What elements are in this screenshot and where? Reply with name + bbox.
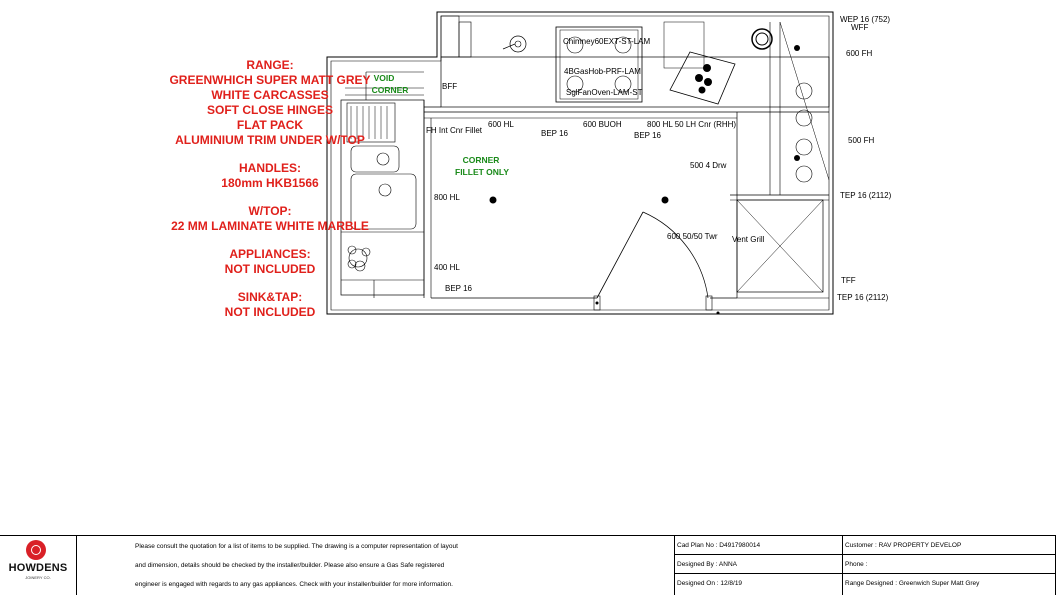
handles-title: HANDLES: — [239, 161, 301, 175]
cad-plan: Cad Plan No : D4917980014 — [677, 542, 761, 549]
label-gas-hob: 4BGasHob-PRF-LAM — [564, 67, 641, 76]
sink-bowl-small — [350, 145, 400, 173]
howdens-logo: HOWDENS JOINERY CO. — [0, 536, 77, 595]
customer-row: Customer : RAV PROPERTY DEVELOP — [842, 536, 1055, 555]
dining-table — [669, 51, 736, 105]
worktop-title: W/TOP: — [248, 204, 292, 218]
sink-value: NOT INCLUDED — [224, 305, 316, 319]
disclaimer-notes: Please consult the quotation for a list … — [76, 536, 675, 595]
label-500-4-drw: 500 4 Drw — [690, 161, 727, 170]
sink-drainer — [346, 102, 396, 143]
label-vent-grill: Vent Grill — [732, 235, 765, 244]
label-fh-int-cnr-fillet: FH Int Cnr Fillet — [426, 126, 483, 135]
note-line-2: and dimension, details should be checked… — [135, 562, 445, 569]
door-leaf — [596, 211, 644, 299]
designed-on-row: Designed On : 12/8/19 — [674, 574, 842, 593]
phone-row: Phone : — [842, 555, 1055, 574]
designed-by-row: Designed By : ANNA — [674, 555, 842, 574]
tall-tower — [736, 199, 824, 293]
designed-by: Designed By : ANNA — [677, 561, 737, 568]
label-chimney: Chimney60EXT-ST-LAM — [563, 37, 650, 46]
label-400-hl: 400 HL — [434, 263, 460, 272]
gas-hob — [555, 26, 643, 103]
label-tff: TFF — [841, 276, 856, 285]
cad-plan-row: Cad Plan No : D4917980014 — [674, 536, 842, 555]
kitchen-floor-plan: BFF FH Int Cnr Fillet 600 HL BEP 16 600 … — [326, 11, 892, 315]
spec-notes: RANGE: GREENWHICH SUPER MATT GREY WHITE … — [150, 58, 390, 320]
range-line-1: GREENWHICH SUPER MATT GREY — [169, 73, 371, 87]
top-right-fixture — [751, 28, 773, 50]
label-wep16: WEP 16 (752) — [840, 15, 890, 24]
range-line-4: FLAT PACK — [236, 118, 304, 132]
label-bep16-a: BEP 16 — [541, 129, 569, 138]
note-line-1: Please consult the quotation for a list … — [135, 543, 458, 550]
inner-wall — [330, 15, 830, 311]
label-lh-cnr: 800 HL 50 LH Cnr (RHH) — [647, 120, 736, 129]
handles-value: 180mm HKB1566 — [221, 176, 319, 190]
appliances-value: NOT INCLUDED — [224, 262, 316, 276]
logo-name: HOWDENS — [8, 562, 68, 574]
label-void-corner-2: CORNER — [372, 85, 409, 95]
logo-sub: JOINERY CO. — [25, 575, 51, 580]
label-800-hl: 800 HL — [434, 193, 460, 202]
appliances-title: APPLIANCES: — [229, 247, 311, 261]
label-bff: BFF — [442, 82, 457, 91]
outer-wall — [326, 11, 834, 315]
howdens-logo-icon — [26, 540, 46, 560]
range-title: RANGE: — [246, 58, 294, 72]
range-designed: Range Designed : Greenwich Super Matt Gr… — [845, 580, 980, 587]
sink-bowl-large — [350, 173, 417, 230]
top-worktop — [440, 56, 830, 108]
range-designed-row: Range Designed : Greenwich Super Matt Gr… — [842, 574, 1055, 593]
label-bep16-c: BEP 16 — [445, 284, 473, 293]
plan-info: Cad Plan No : D4917980014 Designed By : … — [674, 536, 843, 595]
label-wff: WFF — [851, 23, 868, 32]
customer: Customer : RAV PROPERTY DEVELOP — [845, 542, 962, 549]
title-block: HOWDENS JOINERY CO. Please consult the q… — [0, 535, 1056, 595]
door-swing — [642, 211, 709, 299]
label-sgl-oven: SglFanOven-LAM-ST — [566, 88, 643, 97]
label-corner-fillet-2: FILLET ONLY — [455, 167, 509, 177]
label-600-twr: 600 50/50 Twr — [667, 232, 718, 241]
range-line-5: ALUMINIUM TRIM UNDER W/TOP — [175, 133, 365, 147]
sink-title: SINK&TAP: — [237, 290, 303, 304]
label-600-buoh: 600 BUOH — [583, 120, 622, 129]
label-void-corner-1: VOID — [374, 73, 395, 83]
label-corner-fillet-1: CORNER — [463, 155, 500, 165]
range-line-2: WHITE CARCASSES — [211, 88, 329, 102]
label-600-hl: 600 HL — [488, 120, 514, 129]
range-line-3: SOFT CLOSE HINGES — [206, 103, 333, 117]
note-line-3: engineer is engaged with regards to any … — [135, 581, 453, 588]
label-500-fh: 500 FH — [848, 136, 874, 145]
label-bep16-b: BEP 16 — [634, 131, 662, 140]
label-600-fh: 600 FH — [846, 49, 872, 58]
designed-on: Designed On : 12/8/19 — [677, 580, 743, 587]
label-tep16-b: TEP 16 (2112) — [837, 293, 889, 302]
worktop-value: 22 MM LAMINATE WHITE MARBLE — [171, 219, 369, 233]
customer-info: Customer : RAV PROPERTY DEVELOP Phone : … — [842, 536, 1056, 595]
label-tep16-a: TEP 16 (2112) — [840, 191, 892, 200]
phone: Phone : — [845, 561, 868, 568]
plant — [347, 245, 371, 272]
